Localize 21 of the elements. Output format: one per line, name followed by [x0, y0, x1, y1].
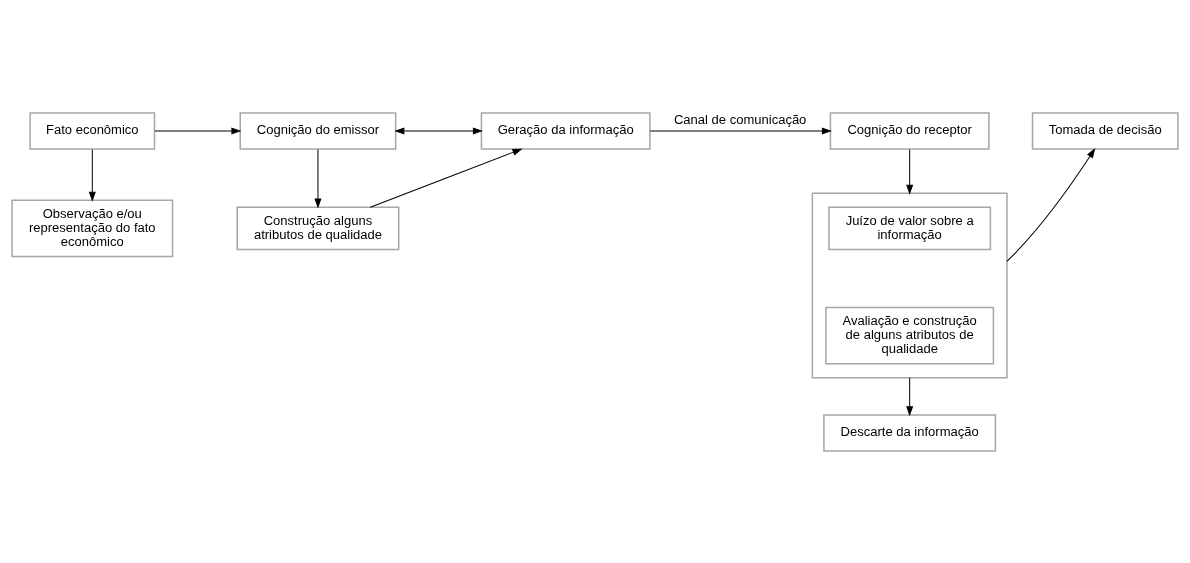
node-box: Tomada de decisão	[1031, 111, 1179, 150]
node-box: Juízo de valor sobre a informação	[828, 206, 992, 250]
node-box: Geração da informação	[480, 111, 651, 150]
arrow	[395, 127, 482, 134]
arrow	[369, 148, 522, 208]
node-box: Descarte da informação	[823, 413, 997, 452]
node-box: Avaliação e construção de alguns atributos de qualidade	[825, 306, 995, 364]
arrow	[314, 148, 322, 207]
arrow	[649, 127, 831, 134]
arrow	[154, 127, 241, 134]
arrow	[1006, 148, 1095, 262]
arrow	[89, 148, 96, 201]
node-box: Fato econômico	[29, 111, 156, 150]
edge-label: Canal de comunicação	[673, 111, 807, 127]
cluster	[811, 192, 1008, 379]
arrow	[906, 376, 913, 415]
node-box: Construção alguns atributos de qualidade	[236, 206, 400, 250]
node-box: Cognição do emissor	[239, 111, 397, 150]
arrow	[906, 148, 913, 194]
node-box: Cognição do receptor	[829, 111, 990, 150]
node-box: Observação e/ou representação do fato econômico	[11, 199, 174, 257]
